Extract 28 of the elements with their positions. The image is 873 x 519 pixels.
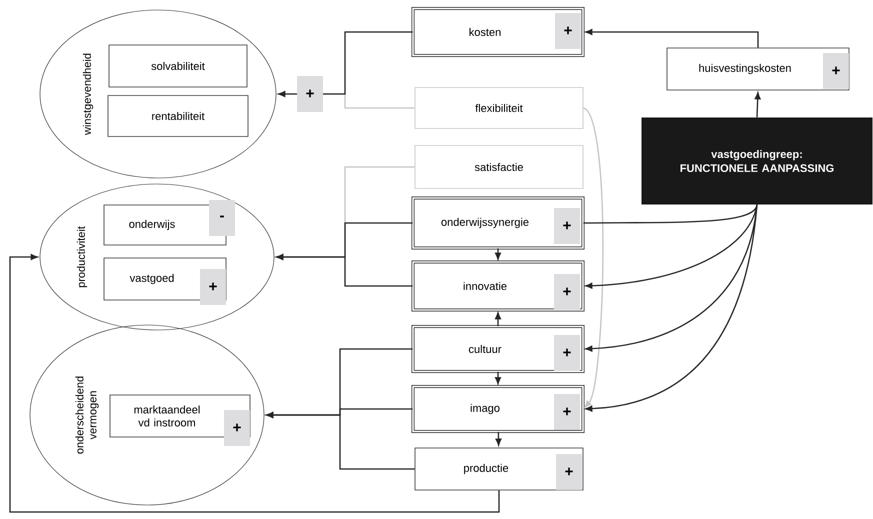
connector-arrow bbox=[9, 254, 500, 513]
concept-box: satisfactie bbox=[414, 145, 584, 189]
sign-badge: + bbox=[554, 335, 580, 371]
connector-arrow bbox=[582, 108, 604, 408]
edge-label: + bbox=[297, 76, 323, 112]
sign-badge: + bbox=[556, 454, 582, 490]
concept-box: solvabiliteit bbox=[108, 44, 248, 88]
sign-badge: + bbox=[554, 394, 580, 430]
sign-badge: + bbox=[554, 274, 580, 310]
connector-arrow bbox=[266, 412, 415, 470]
sign-badge: - bbox=[209, 200, 235, 236]
sign-badge: + bbox=[823, 53, 849, 89]
concept-box: rentabiliteit bbox=[108, 95, 248, 137]
concept-box: flexibiliteit bbox=[414, 87, 584, 129]
connector-arrow bbox=[495, 312, 501, 326]
connector-arrow bbox=[495, 248, 501, 260]
sign-badge: + bbox=[200, 269, 226, 305]
connector-arrow bbox=[496, 432, 502, 446]
sign-badge: + bbox=[555, 13, 581, 49]
intervention-box: vastgoedingreep: FUNCTIONELE AANPASSING bbox=[642, 118, 872, 204]
connector-arrow bbox=[495, 372, 501, 384]
connector-arrow bbox=[754, 92, 761, 118]
sign-badge: + bbox=[224, 410, 250, 446]
sign-badge: + bbox=[554, 208, 580, 244]
connector-arrow bbox=[585, 204, 758, 289]
connector-arrow bbox=[585, 29, 759, 48]
connector-arrow bbox=[585, 204, 758, 412]
connector-arrow bbox=[276, 254, 413, 287]
